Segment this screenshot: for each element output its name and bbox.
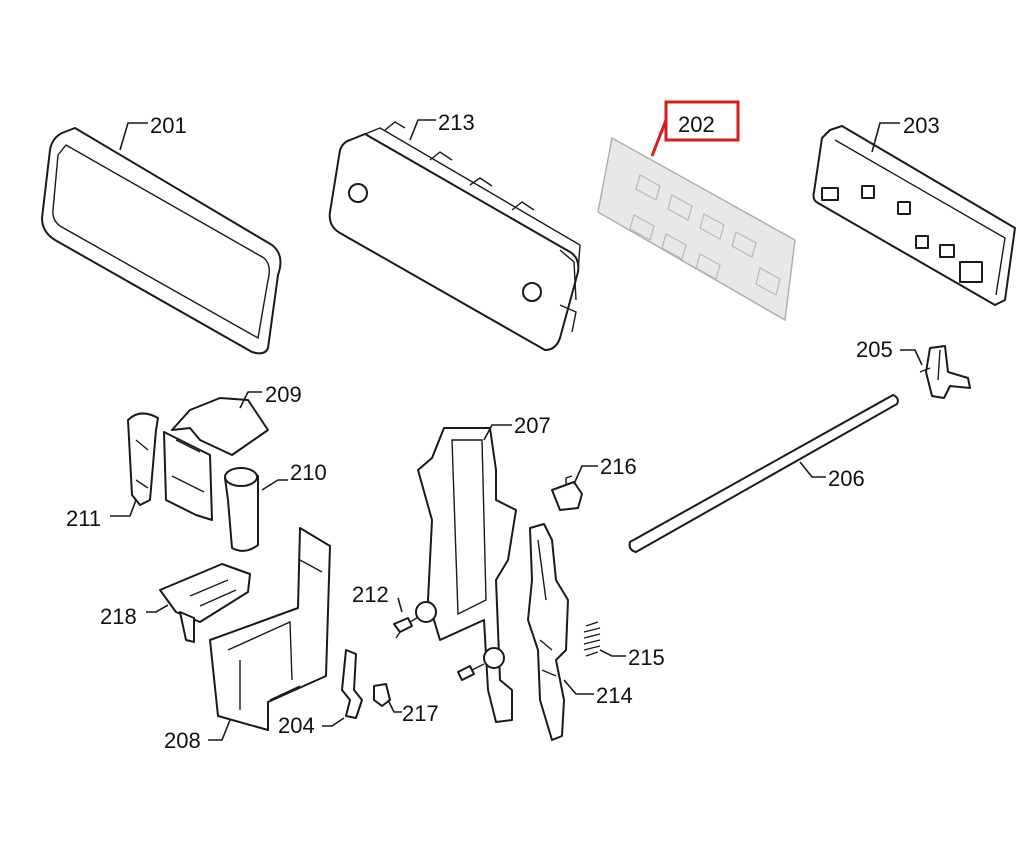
callout-209-label: 209 <box>265 382 302 407</box>
callout-213-label: 213 <box>438 110 475 135</box>
part-214-slider <box>527 523 569 741</box>
part-207-rail <box>415 427 517 723</box>
callout-215: 215 <box>599 645 665 670</box>
callout-217-label: 217 <box>402 701 439 726</box>
part-218-holder <box>159 563 251 643</box>
part-206-rod <box>628 394 899 553</box>
callout-209: 209 <box>239 382 302 409</box>
callout-206: 206 <box>799 461 865 491</box>
callout-203: 203 <box>871 113 940 153</box>
part-205-valve <box>919 345 971 399</box>
part-204-spring-clip <box>341 649 363 719</box>
callout-216-label: 216 <box>600 454 637 479</box>
callout-211-label: 211 <box>66 506 101 531</box>
callout-205-label: 205 <box>856 337 893 362</box>
callout-216: 216 <box>573 454 637 485</box>
callout-207: 207 <box>483 413 551 441</box>
part-215-spring <box>583 621 601 657</box>
callout-204-label: 204 <box>278 713 315 738</box>
callout-218: 218 <box>100 604 169 629</box>
callout-213: 213 <box>409 110 475 141</box>
callout-203-label: 203 <box>903 113 940 138</box>
callout-212-label: 212 <box>352 582 389 607</box>
callout-202-label: 202 <box>678 112 715 137</box>
callout-201-label: 201 <box>150 113 187 138</box>
part-216-latch <box>551 475 583 511</box>
callout-214-label: 214 <box>596 683 633 708</box>
part-213-housing <box>328 121 581 351</box>
callout-202-leader <box>650 119 668 157</box>
callout-217: 217 <box>387 699 439 726</box>
callout-204: 204 <box>278 713 345 738</box>
callout-208: 208 <box>164 719 231 753</box>
part-209-bracket <box>163 397 269 521</box>
callout-215-label: 215 <box>628 645 665 670</box>
callout-206-label: 206 <box>828 466 865 491</box>
part-211-clip <box>127 412 159 506</box>
callout-208-label: 208 <box>164 728 201 753</box>
callout-214: 214 <box>563 679 633 708</box>
callout-210: 210 <box>261 460 327 491</box>
part-210-cylinder <box>224 467 259 552</box>
callout-207-label: 207 <box>514 413 551 438</box>
callout-210-label: 210 <box>290 460 327 485</box>
part-217-clip <box>373 683 391 707</box>
part-203-board <box>812 125 1016 306</box>
part-212-screw <box>393 615 485 681</box>
callout-218-label: 218 <box>100 604 137 629</box>
callout-212: 212 <box>352 582 403 613</box>
callout-201: 201 <box>119 113 187 151</box>
part-202-pcb <box>597 136 796 322</box>
callout-202-highlight-box <box>664 100 740 142</box>
part-201-frame <box>41 127 282 355</box>
callout-202: 202 <box>650 100 740 157</box>
callout-205: 205 <box>856 337 923 366</box>
part-208-box <box>209 527 331 731</box>
callout-211: 211 <box>66 499 137 531</box>
